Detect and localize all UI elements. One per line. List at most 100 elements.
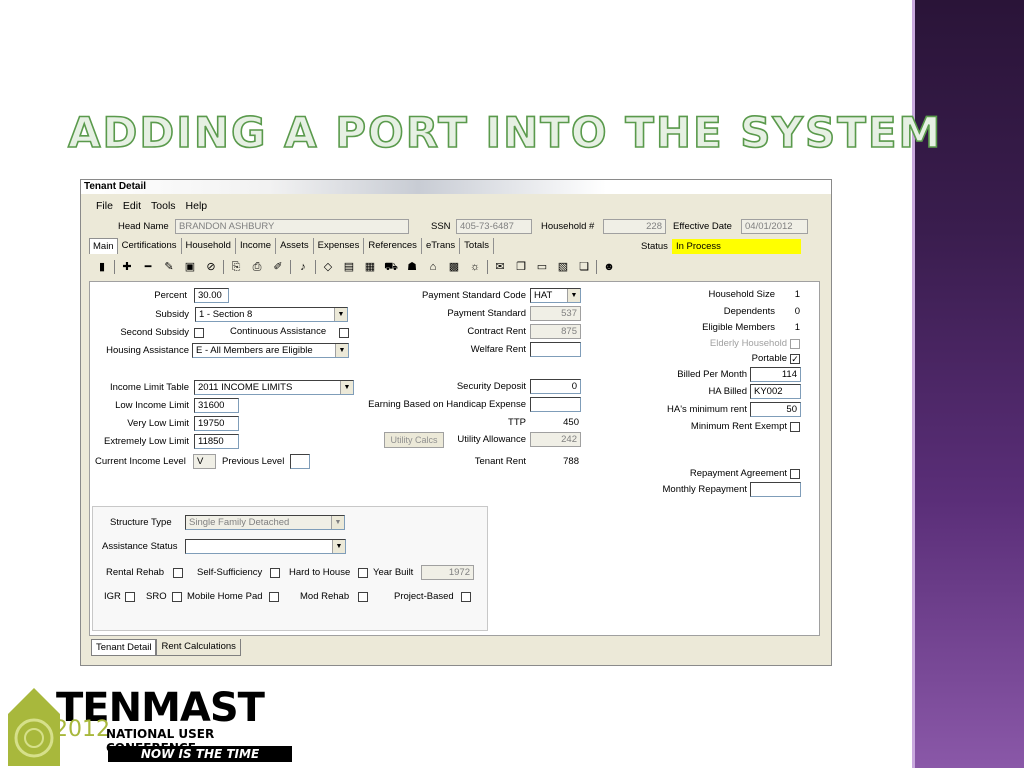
low-income-limit-field[interactable]: 31600 — [194, 398, 239, 413]
rental-rehab-checkbox[interactable] — [173, 568, 183, 578]
document-icon[interactable]: ▦ — [364, 261, 376, 273]
chevron-down-icon: ▼ — [567, 289, 580, 302]
monthly-repayment-field[interactable] — [750, 482, 801, 497]
lightbulb-icon[interactable]: ☼ — [469, 261, 481, 273]
payment-standard-code-select[interactable]: HAT▼ — [530, 288, 581, 303]
minimum-rent-exempt-checkbox[interactable] — [790, 422, 800, 432]
assistance-status-select[interactable]: ▼ — [185, 539, 346, 554]
status-label: Status — [641, 241, 668, 252]
tab-references[interactable]: References — [364, 238, 422, 254]
pencil-icon[interactable]: ✐ — [273, 261, 283, 273]
hard-to-house-checkbox[interactable] — [358, 568, 368, 578]
earning-handicap-field[interactable] — [530, 397, 581, 412]
security-deposit-label: Security Deposit — [456, 381, 526, 392]
contract-rent-field[interactable]: 875 — [530, 324, 581, 339]
tab-etrans[interactable]: eTrans — [422, 238, 461, 254]
very-low-limit-field[interactable]: 19750 — [194, 416, 239, 431]
calculator-icon[interactable]: ▤ — [343, 261, 355, 273]
subsidy-select[interactable]: 1 - Section 8▼ — [195, 307, 348, 322]
income-limit-table-select[interactable]: 2011 INCOME LIMITS▼ — [194, 380, 354, 395]
ssn-field[interactable]: 405-73-6487 — [456, 219, 532, 234]
sro-label: SRO — [146, 591, 167, 602]
payment-standard-code-label: Payment Standard Code — [421, 290, 526, 301]
edit-icon[interactable]: ✎ — [164, 261, 174, 273]
chevron-down-icon: ▼ — [335, 344, 348, 357]
tab-expenses[interactable]: Expenses — [314, 238, 365, 254]
tab-tenant-detail[interactable]: Tenant Detail — [91, 639, 157, 656]
tab-rent-calculations[interactable]: Rent Calculations — [156, 639, 241, 656]
project-based-label: Project-Based — [394, 591, 454, 602]
chart-icon[interactable]: ▩ — [448, 261, 460, 273]
billed-per-month-label: Billed Per Month — [677, 369, 747, 380]
percent-field[interactable]: 30.00 — [194, 288, 229, 303]
extremely-low-limit-field[interactable]: 11850 — [194, 434, 239, 449]
portable-checkbox[interactable]: ✓ — [790, 354, 800, 364]
self-sufficiency-checkbox[interactable] — [270, 568, 280, 578]
book-icon[interactable]: ❏ — [579, 261, 589, 273]
low-income-limit-label: Low Income Limit — [115, 400, 189, 411]
portable-label: Portable — [751, 353, 787, 364]
project-based-checkbox[interactable] — [461, 592, 471, 602]
cancel-icon[interactable]: ⊘ — [206, 261, 216, 273]
current-income-level-field[interactable]: V — [193, 454, 216, 469]
payment-standard-field[interactable]: 537 — [530, 306, 581, 321]
previous-level-field[interactable] — [290, 454, 310, 469]
second-subsidy-checkbox[interactable] — [194, 328, 204, 338]
housing-assistance-value: E - All Members are Eligible — [196, 345, 313, 356]
igr-checkbox[interactable] — [125, 592, 135, 602]
copy-icon[interactable]: ⎘ — [231, 261, 241, 273]
billed-per-month-field[interactable]: 114 — [750, 367, 801, 382]
logo-tagline: NOW IS THE TIME — [108, 746, 292, 762]
assistance-status-label: Assistance Status — [102, 541, 178, 552]
utility-allowance-field[interactable]: 242 — [530, 432, 581, 447]
exit-icon[interactable]: ▮ — [98, 261, 106, 273]
menu-help[interactable]: Help — [185, 200, 208, 212]
tab-income[interactable]: Income — [236, 238, 277, 254]
menu-file[interactable]: File — [96, 200, 113, 212]
tenant-detail-window: Tenant Detail File Edit Tools Help Head … — [80, 179, 832, 666]
menu-tools[interactable]: Tools — [151, 200, 176, 212]
sro-checkbox[interactable] — [172, 592, 182, 602]
ha-minimum-rent-field[interactable]: 50 — [750, 402, 801, 417]
toolbar-separator — [315, 260, 316, 274]
household-field[interactable]: 228 — [603, 219, 666, 234]
pages-icon[interactable]: ❐ — [516, 261, 526, 273]
mod-rehab-checkbox[interactable] — [358, 592, 368, 602]
add-icon[interactable]: ✚ — [122, 261, 132, 273]
ha-billed-field[interactable]: KY002 — [750, 384, 801, 399]
very-low-limit-label: Very Low Limit — [127, 418, 189, 429]
effective-date-field[interactable]: 04/01/2012 — [741, 219, 808, 234]
status-field: In Process — [672, 239, 801, 254]
eraser-icon[interactable]: ◇ — [323, 261, 333, 273]
music-icon[interactable]: ♪ — [300, 261, 306, 273]
head-name-field[interactable]: BRANDON ASHBURY — [175, 219, 409, 234]
ha-minimum-rent-label: HA's minimum rent — [667, 404, 747, 415]
menu-edit[interactable]: Edit — [122, 200, 142, 212]
print-icon[interactable]: ⎙ — [252, 261, 262, 273]
repayment-agreement-checkbox[interactable] — [790, 469, 800, 479]
continuous-assistance-checkbox[interactable] — [339, 328, 349, 338]
remove-icon[interactable]: ━ — [144, 261, 152, 273]
person-icon[interactable]: ☻ — [603, 261, 615, 273]
report-icon[interactable]: ▧ — [557, 261, 569, 273]
tab-household[interactable]: Household — [182, 238, 236, 254]
welfare-rent-field[interactable] — [530, 342, 581, 357]
truck-icon[interactable]: ⛟ — [384, 261, 398, 273]
people-icon[interactable]: ☗ — [407, 261, 417, 273]
save-icon[interactable]: ▣ — [184, 261, 196, 273]
tab-certifications[interactable]: Certifications — [118, 238, 182, 254]
housing-assistance-select[interactable]: E - All Members are Eligible ▼ — [192, 343, 349, 358]
mobile-home-pad-checkbox[interactable] — [269, 592, 279, 602]
elderly-household-checkbox[interactable] — [790, 339, 800, 349]
tab-totals[interactable]: Totals — [460, 238, 494, 254]
envelope-icon[interactable]: ✉ — [495, 261, 505, 273]
security-deposit-field[interactable]: 0 — [530, 379, 581, 394]
tab-main[interactable]: Main — [89, 238, 118, 254]
year-built-field[interactable]: 1972 — [421, 565, 474, 580]
structure-type-select[interactable]: Single Family Detached▼ — [185, 515, 345, 530]
house-icon[interactable]: ⌂ — [429, 261, 437, 273]
tab-assets[interactable]: Assets — [276, 238, 314, 254]
utility-calcs-button[interactable]: Utility Calcs — [384, 432, 444, 448]
self-sufficiency-label: Self-Sufficiency — [197, 567, 263, 578]
monitor-icon[interactable]: ▭ — [536, 261, 548, 273]
